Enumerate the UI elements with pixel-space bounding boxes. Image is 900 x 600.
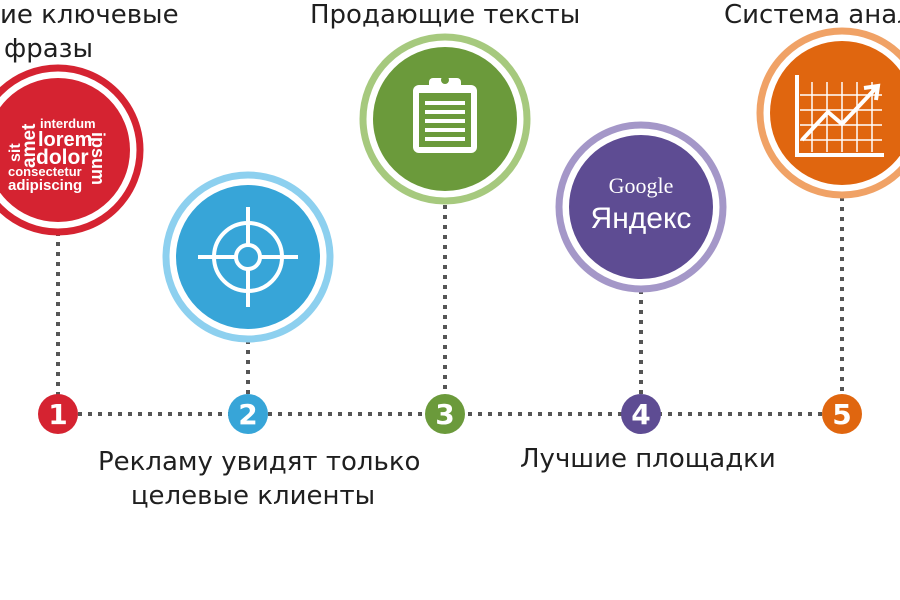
step-3-label: Продающие тексты (310, 0, 580, 32)
cloud-word-5: adipiscing (8, 177, 82, 194)
step-1-number: 1 (48, 398, 67, 431)
step-2-label-line-2: целевые клиенты (130, 481, 376, 511)
clipboard-icon (413, 76, 477, 153)
step-4-marker: 4 (621, 394, 661, 434)
search-engines-icon: Google Яндекс (591, 173, 692, 235)
cloud-word-1: interdum (40, 116, 96, 131)
analytics-chart-icon (795, 75, 884, 157)
step-5-circle (756, 27, 900, 199)
step-2-circle (162, 171, 334, 343)
step-3-marker: 3 (425, 394, 465, 434)
word-cloud-icon: interdum lorem dolor consectetur adipisc… (7, 116, 108, 194)
step-2-label: Рекламу увидят только целевые клиенты (98, 445, 421, 513)
step-4-circle: Google Яндекс (555, 121, 727, 293)
step-1-marker: 1 (38, 394, 78, 434)
cloud-word-6: sit (7, 143, 24, 162)
step-1-circle: interdum lorem dolor consectetur adipisc… (0, 64, 144, 236)
step-2-number: 2 (238, 398, 257, 431)
cloud-word-8: ipsum (88, 132, 108, 185)
step-1-label-line-2: фразы (4, 34, 94, 64)
step-1-label-line-1: ие ключевые (0, 0, 179, 30)
yandex-brand: Яндекс (591, 202, 692, 235)
step-2-label-line-1: Рекламу увидят только (98, 447, 421, 477)
step-5-label-line-1: Система анал (724, 0, 900, 30)
step-5-number: 5 (832, 398, 851, 431)
cloud-word-3: dolor (36, 146, 89, 169)
step-5-marker: 5 (822, 394, 862, 434)
step-4-number: 4 (631, 398, 650, 431)
step-3-number: 3 (435, 398, 454, 431)
google-brand: Google (609, 173, 674, 198)
target-crosshair-icon (198, 207, 298, 307)
cloud-word-4: consectetur (8, 164, 82, 179)
cloud-word-7: amet (19, 123, 40, 168)
step-3-label-line-1: Продающие тексты (310, 0, 581, 30)
step-4-label-line-1: Лучшие площадки (520, 444, 776, 474)
step-4-label: Лучшие площадки (520, 442, 776, 476)
step-5-label: Система анал (724, 0, 900, 32)
step-3-circle (359, 33, 531, 205)
cloud-word-2: lorem (38, 129, 92, 151)
step-2-marker: 2 (228, 394, 268, 434)
step-1-label: ие ключевые фразы (0, 0, 179, 66)
